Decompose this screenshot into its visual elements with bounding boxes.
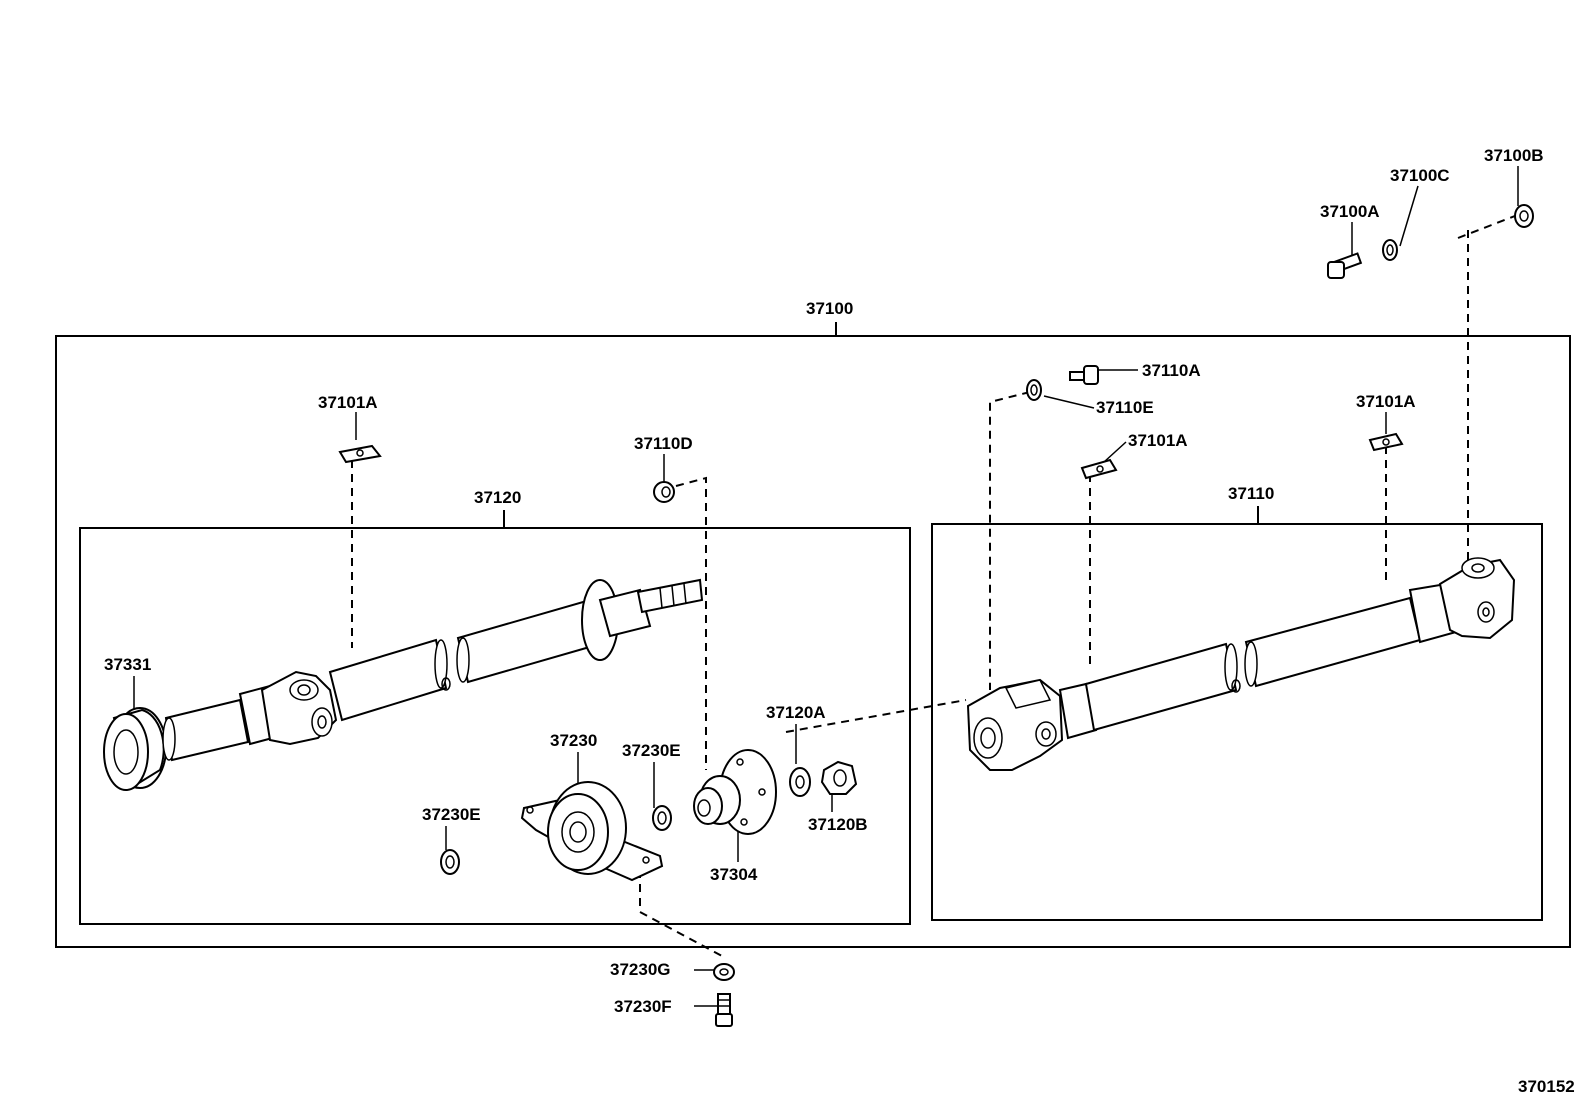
bearing-icon [103, 707, 167, 791]
bolt-front-icon [1069, 365, 1099, 385]
clip-left-icon [338, 444, 382, 464]
label-rear-shaft: 37120 [474, 488, 521, 507]
clip-mid-icon [1080, 458, 1118, 480]
label-nut-top: 37100B [1484, 146, 1544, 165]
label-washer-a: 37230E [622, 741, 681, 760]
flange-icon [693, 749, 777, 835]
label-bolt-front: 37110A [1142, 361, 1201, 380]
figure-code: 370152 [1518, 1077, 1575, 1096]
bolt-bottom-icon [715, 993, 733, 1027]
center-support-bearing-icon [520, 781, 664, 882]
nut-flange-icon [820, 760, 858, 795]
washer-flange-icon [789, 767, 811, 797]
nut-rear-icon [653, 481, 675, 503]
rear-shaft-frame [79, 527, 911, 925]
label-bolt-bottom: 37230F [614, 997, 672, 1016]
label-clip-right: 37101A [1356, 392, 1416, 411]
label-washer-flange: 37120A [766, 703, 826, 722]
label-nut-rear: 37110D [634, 434, 693, 453]
label-front-shaft: 37110 [1228, 484, 1274, 503]
washer-a-icon [652, 805, 672, 831]
label-clip-left: 37101A [318, 393, 378, 412]
front-propeller-shaft-icon [966, 557, 1516, 771]
label-washer-top: 37100C [1390, 166, 1450, 185]
front-shaft-frame [931, 523, 1543, 921]
label-assembly: 37100 [806, 299, 853, 318]
label-flange: 37304 [710, 865, 758, 884]
rear-propeller-shaft-icon [162, 578, 704, 762]
clip-right-icon [1368, 432, 1404, 452]
washer-front-icon [1026, 379, 1042, 401]
label-bearing: 37331 [104, 655, 151, 674]
nut-top-icon [1514, 204, 1534, 228]
label-clip-mid: 37101A [1128, 431, 1188, 450]
label-nut-flange: 37120B [808, 815, 868, 834]
label-bolt-top: 37100A [1320, 202, 1380, 221]
label-washer-b: 37230E [422, 805, 481, 824]
washer-b-icon [440, 849, 460, 875]
washer-top-icon [1382, 239, 1398, 261]
assembly-frame [55, 335, 1571, 948]
label-washer-front: 37110E [1096, 398, 1154, 417]
label-center-support: 37230 [550, 731, 597, 750]
washer-bottom-icon [713, 963, 735, 981]
label-washer-bottom: 37230G [610, 960, 671, 979]
bolt-top-icon [1327, 252, 1363, 279]
